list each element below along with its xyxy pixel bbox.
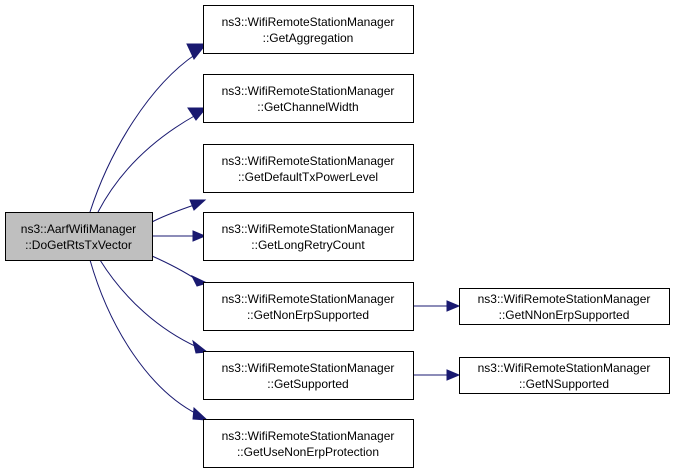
- node-label-line1: ns3::WifiRemoteStationManager: [222, 15, 395, 29]
- edge-arrowhead: [446, 300, 461, 312]
- edge-root-to-get-channel-width: [97, 107, 208, 213]
- edge-root-to-get-long-retry-count: [152, 230, 207, 242]
- node-label-line2: ::GetSupported: [267, 377, 348, 391]
- node-get-n-supported[interactable]: ns3::WifiRemoteStationManager::GetNSuppo…: [459, 357, 670, 394]
- node-label-line2: ::GetLongRetryCount: [251, 238, 365, 252]
- node-label-line2: ::GetNSupported: [519, 377, 609, 391]
- node-get-non-erp-supported[interactable]: ns3::WifiRemoteStationManager::GetNonErp…: [203, 282, 414, 331]
- node-box[interactable]: [203, 351, 414, 400]
- edge-line: [89, 53, 197, 213]
- edge-root-to-get-aggregation: [89, 43, 208, 213]
- node-box[interactable]: [203, 144, 414, 193]
- node-box[interactable]: [5, 212, 153, 261]
- node-label-line1: ns3::WifiRemoteStationManager: [222, 222, 395, 236]
- nodes-layer: ns3::AarfWifiManager::DoGetRtsTxVectorns…: [5, 5, 670, 468]
- node-get-supported[interactable]: ns3::WifiRemoteStationManager::GetSuppor…: [203, 351, 414, 400]
- node-get-use-non-erp-protection[interactable]: ns3::WifiRemoteStationManager::GetUseNon…: [203, 419, 414, 468]
- node-box[interactable]: [203, 5, 414, 54]
- node-box[interactable]: [203, 212, 414, 261]
- edge-arrowhead: [446, 369, 461, 381]
- node-label-line2: ::GetDefaultTxPowerLevel: [238, 170, 378, 184]
- node-label-line2: ::GetNNonErpSupported: [499, 308, 630, 322]
- node-get-n-non-erp-supported[interactable]: ns3::WifiRemoteStationManager::GetNNonEr…: [459, 288, 670, 325]
- edge-arrowhead: [192, 230, 207, 242]
- edge-line: [89, 259, 198, 415]
- edge-root-to-get-supported: [99, 259, 209, 354]
- node-label-line1: ns3::WifiRemoteStationManager: [478, 292, 651, 306]
- edge-arrowhead: [186, 43, 208, 60]
- node-label-line2: ::GetUseNonErpProtection: [237, 445, 379, 459]
- node-label-line2: ::GetNonErpSupported: [247, 308, 369, 322]
- node-label-line1: ns3::WifiRemoteStationManager: [222, 84, 395, 98]
- node-get-aggregation[interactable]: ns3::WifiRemoteStationManager::GetAggreg…: [203, 5, 414, 54]
- node-label-line2: ::DoGetRtsTxVector: [25, 238, 132, 252]
- node-get-default-tx-power-level[interactable]: ns3::WifiRemoteStationManager::GetDefaul…: [203, 144, 414, 193]
- node-label-line1: ns3::AarfWifiManager: [21, 222, 136, 236]
- edges-layer: [89, 43, 461, 421]
- node-label-line2: ::GetAggregation: [263, 31, 354, 45]
- edge-get-non-erp-supported-to-get-n-non-erp-supported: [413, 300, 461, 312]
- node-box[interactable]: [203, 282, 414, 331]
- node-box[interactable]: [459, 288, 670, 325]
- node-get-channel-width[interactable]: ns3::WifiRemoteStationManager::GetChanne…: [203, 74, 414, 123]
- edge-line: [97, 114, 197, 213]
- edge-arrowhead: [187, 107, 208, 121]
- node-label-line1: ns3::WifiRemoteStationManager: [222, 429, 395, 443]
- node-label-line1: ns3::WifiRemoteStationManager: [222, 361, 395, 375]
- node-box[interactable]: [459, 357, 670, 394]
- node-box[interactable]: [203, 74, 414, 123]
- edge-get-supported-to-get-n-supported: [413, 369, 461, 381]
- edge-root-to-get-non-erp-supported: [151, 255, 209, 287]
- node-label-line1: ns3::WifiRemoteStationManager: [222, 154, 395, 168]
- node-get-long-retry-count[interactable]: ns3::WifiRemoteStationManager::GetLongRe…: [203, 212, 414, 261]
- node-label-line1: ns3::WifiRemoteStationManager: [478, 361, 651, 375]
- edge-root-to-get-use-non-erp-protection: [89, 259, 209, 421]
- edge-root-to-get-default-tx-power-level: [151, 199, 207, 223]
- node-box[interactable]: [203, 419, 414, 468]
- node-root[interactable]: ns3::AarfWifiManager::DoGetRtsTxVector: [5, 212, 153, 261]
- node-label-line2: ::GetChannelWidth: [257, 100, 358, 114]
- edge-arrowhead: [189, 199, 207, 211]
- edge-line: [99, 259, 198, 348]
- edge-arrowhead: [192, 406, 209, 421]
- edge-line: [151, 255, 198, 281]
- edge-arrowhead: [192, 339, 209, 354]
- edge-line: [151, 204, 195, 223]
- node-label-line1: ns3::WifiRemoteStationManager: [222, 292, 395, 306]
